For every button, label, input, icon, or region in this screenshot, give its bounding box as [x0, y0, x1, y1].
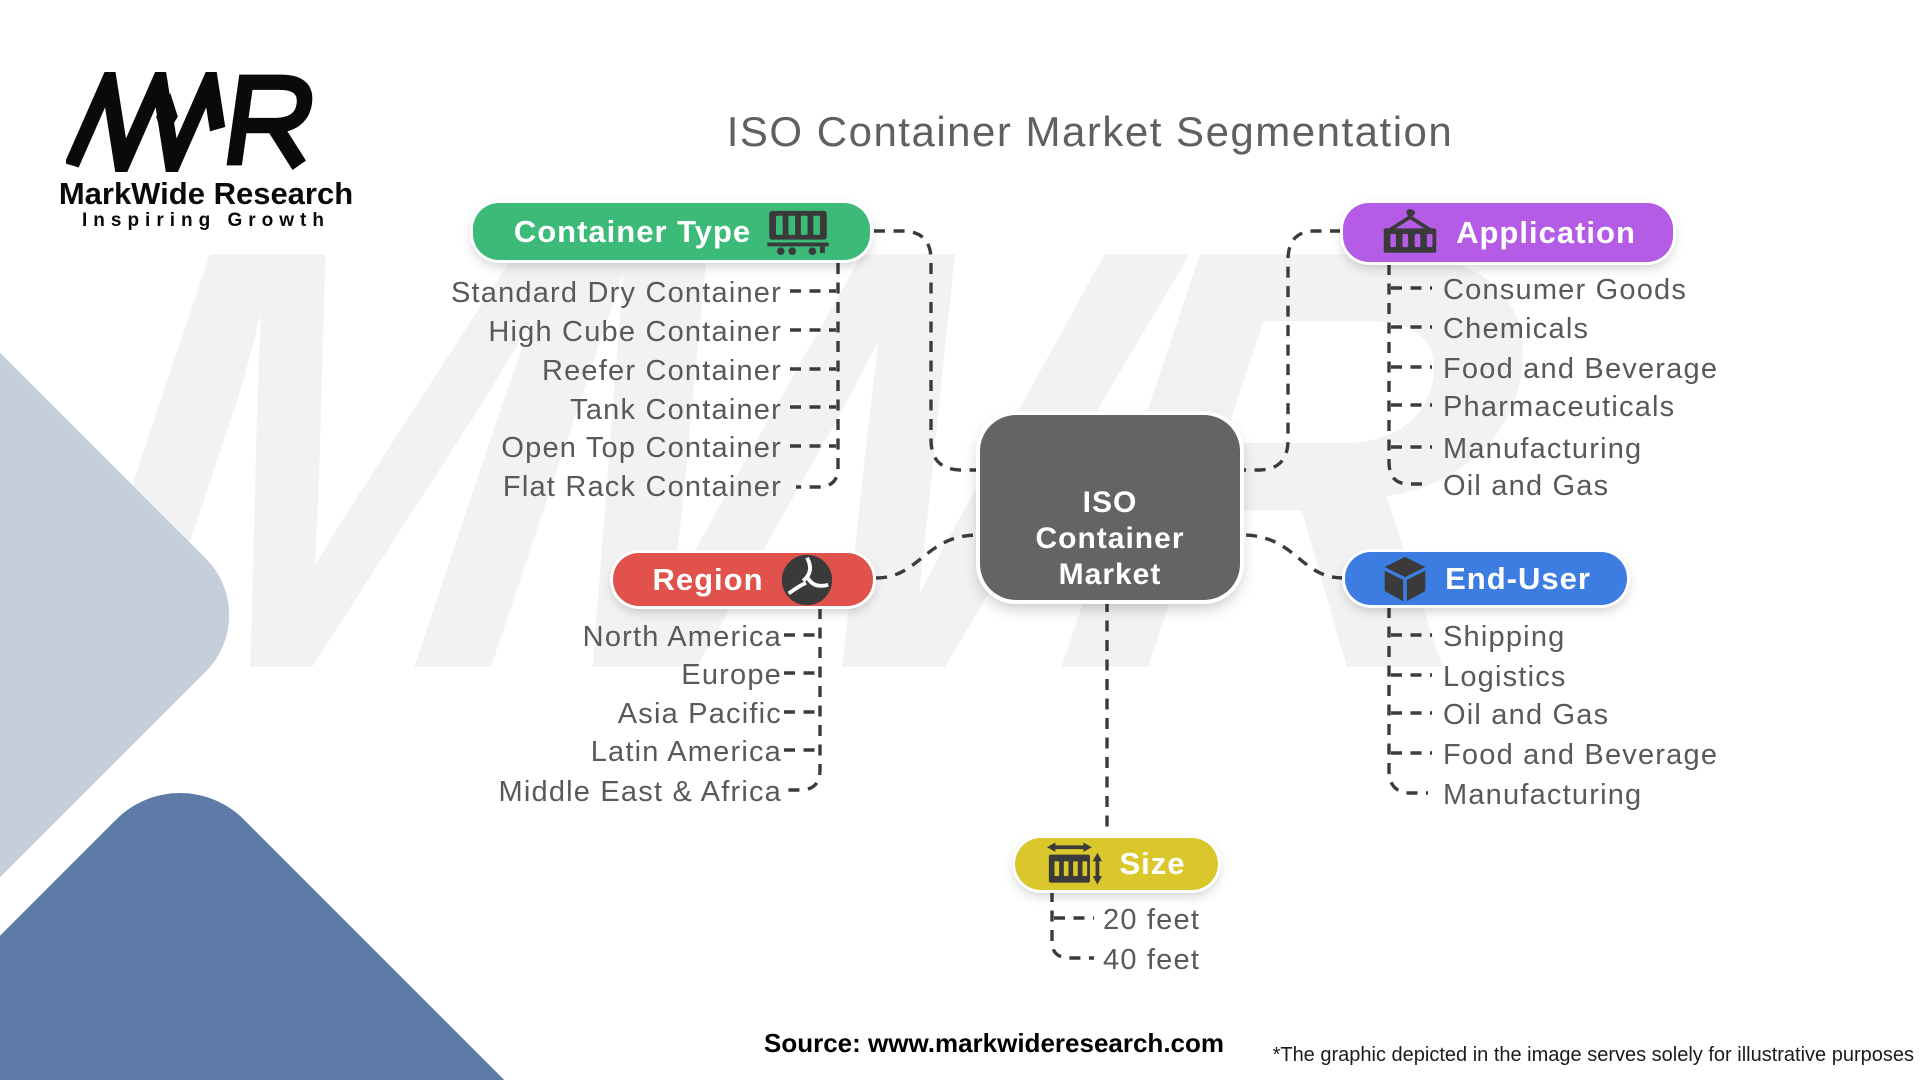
leaf-item: North America	[582, 621, 782, 653]
freight-container-icon	[767, 210, 829, 255]
branch-node-container-type: Container Type	[473, 203, 870, 260]
leaf-item: Chemicals	[1443, 313, 1590, 345]
cube-icon	[1384, 556, 1426, 601]
source-text: Source: www.markwideresearch.com	[764, 1028, 1225, 1058]
leaf-item: Oil and Gas	[1443, 470, 1610, 502]
leaf-item: 20 feet	[1103, 904, 1201, 936]
branch-label-application: Application	[1456, 214, 1636, 250]
leaf-item: Open Top Container	[501, 432, 782, 464]
leaf-item: Tank Container	[570, 394, 782, 426]
logo-company-name: MarkWide Research	[58, 176, 354, 211]
leaf-item: Logistics	[1443, 661, 1567, 693]
mwr-logo-mark	[64, 53, 346, 193]
branch-label-container-type: Container Type	[513, 213, 752, 249]
leaf-item: Manufacturing	[1443, 779, 1643, 811]
leaf-item: Pharmaceuticals	[1443, 391, 1676, 423]
leaf-item: High Cube Container	[488, 316, 782, 348]
leaf-item: Asia Pacific	[617, 698, 782, 730]
logo-tagline: Inspiring Growth	[82, 210, 330, 231]
mwr-logo-icon	[64, 53, 313, 193]
leaf-item: Europe	[681, 659, 782, 691]
leaf-item: Manufacturing	[1443, 433, 1643, 465]
leaf-item: Flat Rack Container	[502, 471, 782, 503]
page-title: ISO Container Market Segmentation	[726, 108, 1454, 155]
central-node-line: ISO	[1082, 486, 1138, 519]
branch-label-region: Region	[652, 561, 764, 597]
leaf-item: Standard Dry Container	[450, 277, 782, 309]
branch-label-size: Size	[1119, 846, 1186, 881]
branch-node-size: Size	[1015, 838, 1218, 890]
central-node-line: Market	[1058, 558, 1162, 591]
central-node-line: Container	[1035, 522, 1185, 555]
leaf-item: Reefer Container	[541, 355, 782, 387]
leaf-item: Shipping	[1443, 621, 1566, 653]
branch-label-end-user: End-User	[1445, 560, 1591, 596]
leaf-item: 40 feet	[1103, 944, 1201, 976]
leaf-item: Food and Beverage	[1443, 353, 1719, 385]
leaf-item: Consumer Goods	[1443, 274, 1688, 306]
central-node-iso-container-market: ISO Container Market	[980, 415, 1240, 600]
leaf-item: Latin America	[590, 736, 782, 768]
globe-icon	[781, 554, 832, 605]
leaf-item: Oil and Gas	[1443, 699, 1610, 731]
leaf-item: Middle East & Africa	[498, 776, 782, 808]
dimensions-icon	[1047, 842, 1103, 885]
branch-node-application: Application	[1343, 203, 1673, 262]
branch-node-end-user: End-User	[1345, 552, 1627, 605]
leaf-item: Food and Beverage	[1443, 739, 1719, 771]
crane-container-icon	[1383, 208, 1437, 253]
disclaimer-text: *The graphic depicted in the image serve…	[1272, 1044, 1914, 1066]
branch-node-region: Region	[613, 553, 873, 606]
